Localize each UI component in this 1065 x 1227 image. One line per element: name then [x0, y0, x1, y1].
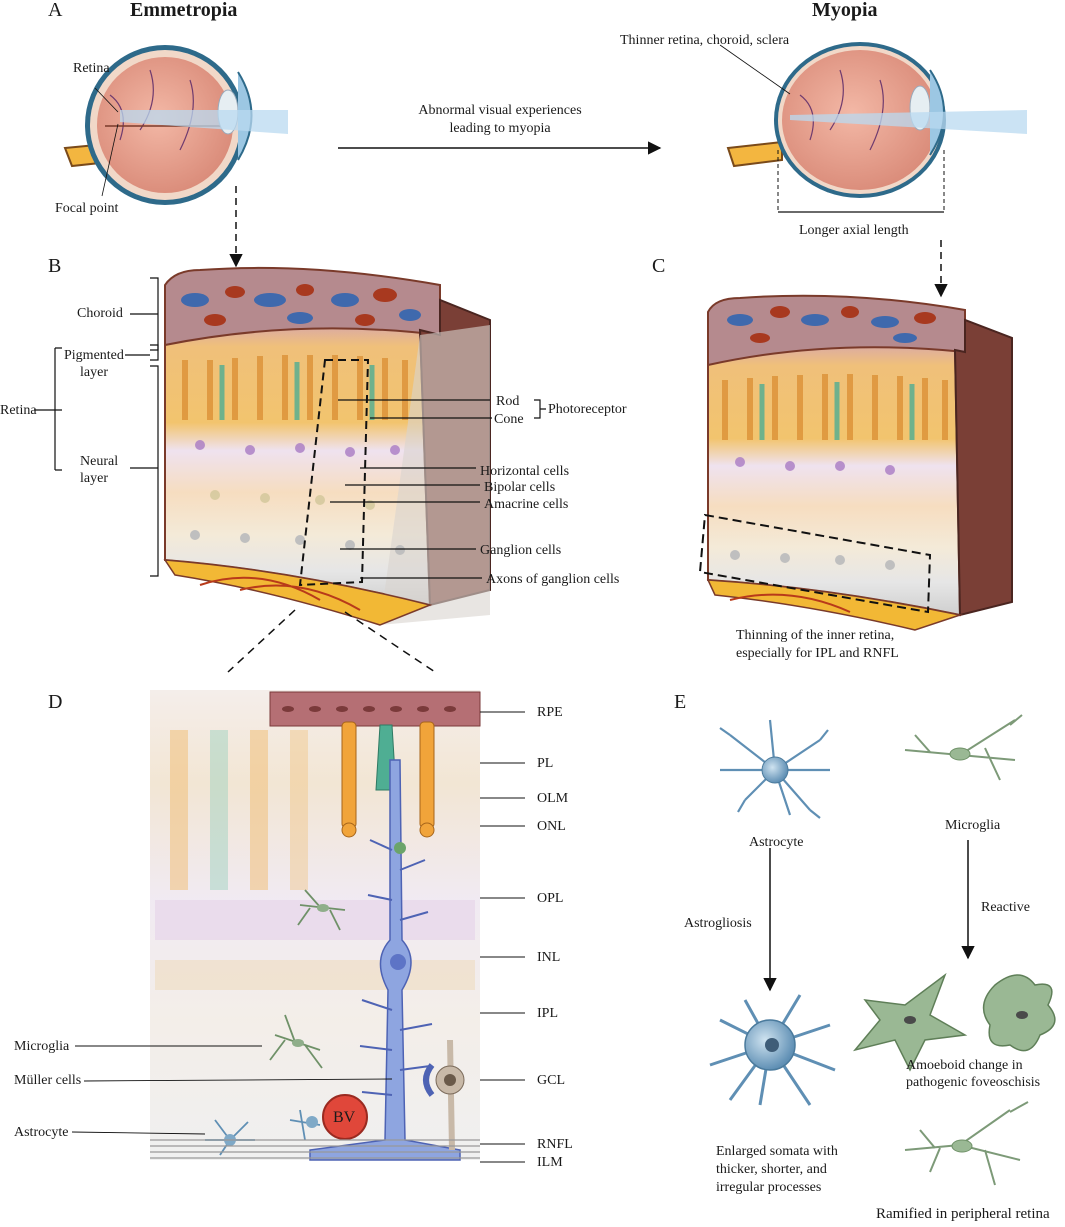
panel-label-b: B	[48, 255, 62, 277]
muller-cell	[309, 759, 461, 1161]
label-cone: Cone	[494, 412, 524, 427]
panel-d-magnified	[150, 690, 481, 1161]
astrocyte-e	[719, 719, 830, 819]
microglia-e	[904, 714, 1023, 781]
label-enlarged-2: thicker, shorter, and	[716, 1162, 827, 1177]
label-thinner: Thinner retina, choroid, sclera	[620, 33, 790, 48]
label-microglia-e: Microglia	[945, 818, 1001, 833]
title-emmetropia: Emmetropia	[130, 0, 238, 21]
label-astrocyte-d: Astrocyte	[14, 1125, 69, 1140]
label-amacrine: Amacrine cells	[484, 497, 569, 512]
layer-onl: ONL	[537, 819, 566, 834]
panel-label-c: C	[652, 255, 666, 277]
layer-inl: INL	[537, 950, 561, 965]
panel-label-e: E	[674, 691, 687, 713]
label-reactive: Reactive	[981, 900, 1030, 915]
label-horizontal: Horizontal cells	[480, 464, 570, 479]
label-ramified: Ramified in peripheral retina	[876, 1206, 1050, 1222]
label-bipolar: Bipolar cells	[484, 480, 556, 495]
layer-opl: OPL	[537, 891, 564, 906]
arrow-text-line2: leading to myopia	[449, 121, 551, 136]
choroid-vessels-c	[727, 306, 936, 343]
ganglion-cell-d	[423, 1039, 465, 1151]
label-amoeboid-2: pathogenic foveoschisis	[906, 1075, 1041, 1090]
panel-label-d: D	[48, 691, 63, 713]
title-myopia: Myopia	[812, 0, 878, 21]
label-axons: Axons of ganglion cells	[486, 572, 620, 587]
blood-vessel	[322, 1094, 368, 1140]
label-neural-2: layer	[80, 471, 108, 486]
layer-rnfl: RNFL	[537, 1137, 573, 1152]
label-rod: Rod	[496, 394, 520, 409]
label-focal-point: Focal point	[55, 201, 119, 216]
zoom-line-left	[227, 609, 296, 673]
emmetropic-eye	[63, 45, 288, 205]
label-muller: Müller cells	[14, 1073, 82, 1088]
brackets-b	[34, 277, 546, 579]
leaders-d	[71, 711, 525, 1163]
label-photoreceptor: Photoreceptor	[548, 402, 627, 417]
rod-d	[341, 721, 357, 829]
myopic-eye	[719, 42, 1027, 213]
label-axial-length: Longer axial length	[799, 223, 909, 238]
caption-c-line2: especially for IPL and RNFL	[736, 646, 899, 661]
layer-rpe: RPE	[537, 705, 563, 720]
panel-label-a: A	[48, 0, 63, 21]
label-choroid: Choroid	[77, 306, 123, 321]
retina-block-c	[698, 294, 1013, 631]
label-ganglion: Ganglion cells	[480, 543, 562, 558]
retina-block-b	[163, 266, 491, 626]
label-astrocyte-e: Astrocyte	[749, 835, 804, 850]
layer-ilm: ILM	[537, 1155, 563, 1170]
zoom-line-right	[344, 611, 436, 673]
arrow-text-line1: Abnormal visual experiences	[418, 103, 582, 118]
label-microglia-d: Microglia	[14, 1039, 70, 1054]
label-enlarged-1: Enlarged somata with	[716, 1144, 838, 1159]
label-bv: BV	[333, 1109, 356, 1126]
label-pigmented-2: layer	[80, 365, 108, 380]
label-retina-b: Retina	[0, 403, 37, 418]
rod-d-2	[419, 721, 435, 829]
label-pigmented-1: Pigmented	[64, 348, 124, 363]
layer-ipl: IPL	[537, 1006, 558, 1021]
caption-c-line1: Thinning of the inner retina,	[736, 628, 895, 643]
label-astrogliosis: Astrogliosis	[684, 916, 752, 931]
choroid-vessels-b	[181, 284, 421, 326]
layer-gcl: GCL	[537, 1073, 565, 1088]
label-amoeboid-1: Amoeboid change in	[906, 1058, 1023, 1073]
layer-pl: PL	[537, 756, 554, 771]
label-enlarged-3: irregular processes	[716, 1180, 822, 1195]
layer-olm: OLM	[537, 791, 569, 806]
label-retina-a: Retina	[73, 61, 110, 76]
label-neural-1: Neural	[80, 454, 119, 469]
